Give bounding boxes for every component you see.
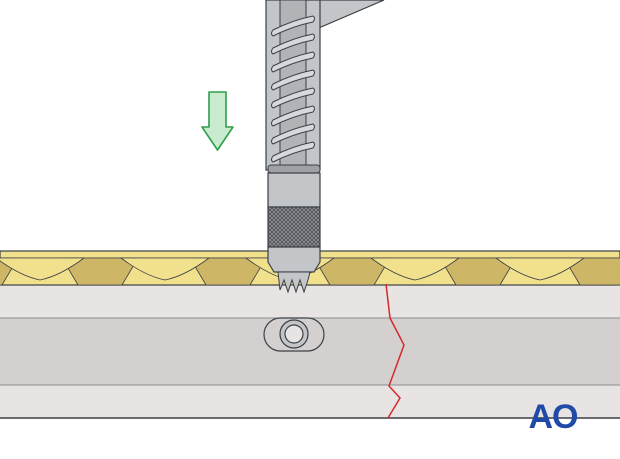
- plate-notch: [189, 257, 267, 286]
- spring-coil: [271, 87, 315, 109]
- drill-guide-knurl: [267, 206, 321, 248]
- drill-guide-body: [267, 172, 321, 208]
- plate-notch: [313, 257, 391, 286]
- spring-coil: [271, 123, 315, 145]
- plate-scallop: [494, 257, 586, 281]
- plate-scallop: [119, 257, 211, 281]
- down-arrow-icon: [201, 91, 234, 151]
- plate-hole: [263, 317, 325, 352]
- fracture-line: [385, 283, 405, 419]
- spring-coil: [271, 141, 315, 163]
- ao-logo-icon: AO: [529, 398, 580, 436]
- spring-coil: [271, 33, 315, 55]
- bone-cortex-upper: [0, 284, 620, 318]
- plate-hole-inner: [284, 324, 304, 344]
- plate-scallops: [0, 257, 620, 286]
- drill-guide-icon: [265, 0, 385, 294]
- spring-coil: [271, 69, 315, 91]
- spring-coil: [271, 105, 315, 127]
- spring-coil: [271, 15, 315, 37]
- logo-text: AO: [529, 398, 579, 436]
- plate-scallop: [369, 257, 461, 281]
- plate-notch: [439, 257, 517, 286]
- plate-notch: [61, 257, 139, 286]
- drill-guide-tip: [267, 246, 321, 273]
- bone-cortex-lower: [0, 385, 620, 418]
- drill-guide-spring: [271, 15, 315, 163]
- drill-guide-teeth: [277, 271, 311, 294]
- drill-guide-collar: [267, 164, 321, 174]
- plate-scallop: [0, 257, 86, 281]
- plate-notch: [563, 257, 620, 286]
- drill-guide-handle: [313, 0, 385, 31]
- spring-coil: [271, 51, 315, 73]
